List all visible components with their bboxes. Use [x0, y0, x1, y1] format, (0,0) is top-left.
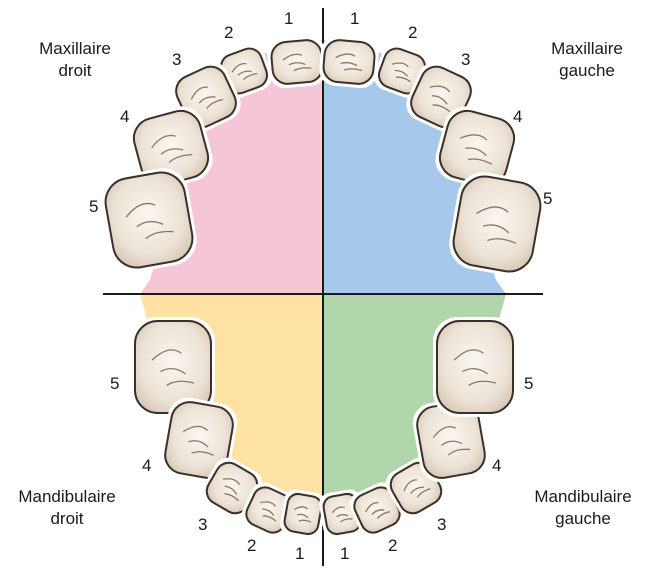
- label-mandibulaire-droit: Mandibulaire droit: [2, 486, 132, 530]
- tooth-number-ll-4: 4: [492, 455, 501, 477]
- tooth-number-ul-4: 4: [513, 106, 522, 128]
- tooth-lr-1: [283, 492, 323, 535]
- tooth-ur-5: [102, 169, 196, 272]
- tooth-number-ur-1: 1: [284, 8, 293, 30]
- label-mandibulaire-gauche: Mandibulaire gauche: [518, 486, 648, 530]
- tooth-number-ur-3: 3: [172, 49, 181, 71]
- tooth-number-lr-4: 4: [142, 455, 151, 477]
- tooth-number-lr-3: 3: [198, 514, 207, 536]
- tooth-number-ll-2: 2: [388, 535, 397, 557]
- tooth-ur-1: [270, 39, 323, 85]
- tooth-number-ll-1: 1: [340, 543, 349, 565]
- label-maxillaire-droit: Maxillaire droit: [20, 38, 130, 82]
- tooth-number-lr-1: 1: [295, 543, 304, 565]
- tooth-number-ul-1: 1: [350, 8, 359, 30]
- tooth-number-lr-5: 5: [110, 373, 119, 395]
- tooth-number-ul-5: 5: [543, 188, 552, 210]
- tooth-number-ur-5: 5: [89, 196, 98, 218]
- tooth-number-lr-2: 2: [247, 535, 256, 557]
- tooth-number-ur-4: 4: [120, 106, 129, 128]
- tooth-number-ur-2: 2: [224, 22, 233, 44]
- tooth-number-ll-3: 3: [437, 514, 446, 536]
- tooth-ll-5: [437, 321, 513, 413]
- label-maxillaire-gauche: Maxillaire gauche: [532, 38, 642, 82]
- tooth-lr-5: [135, 321, 211, 413]
- tooth-number-ul-2: 2: [408, 22, 417, 44]
- tooth-ul-1: [322, 39, 375, 85]
- tooth-number-ul-3: 3: [461, 49, 470, 71]
- tooth-number-ll-5: 5: [524, 373, 533, 395]
- tooth-ul-5: [450, 173, 544, 276]
